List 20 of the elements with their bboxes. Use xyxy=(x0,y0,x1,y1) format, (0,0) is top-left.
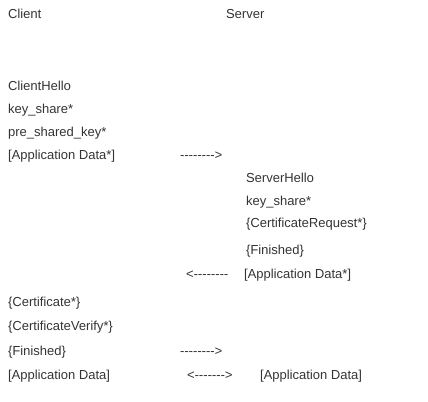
message-label: key_share* xyxy=(246,193,312,209)
message-label: {CertificateVerify*} xyxy=(8,318,113,334)
message-label: --------> xyxy=(180,343,222,359)
message-label: ServerHello xyxy=(246,170,314,186)
message-label: {Finished} xyxy=(8,343,66,359)
message-label: --------> xyxy=(180,147,222,163)
message-label: <-------> xyxy=(187,367,232,383)
message-label: [Application Data*] xyxy=(244,266,351,282)
column-heading: Server xyxy=(226,6,264,22)
message-label: {Certificate*} xyxy=(8,294,80,310)
message-label: {CertificateRequest*} xyxy=(246,215,367,231)
message-label: [Application Data] xyxy=(260,367,362,383)
message-label: key_share* xyxy=(8,101,74,117)
message-label: ClientHello xyxy=(8,78,71,94)
message-label: pre_shared_key* xyxy=(8,124,106,140)
message-label: {Finished} xyxy=(246,242,304,258)
message-label: [Application Data*] xyxy=(8,147,115,163)
message-label: <-------- xyxy=(186,266,228,282)
message-label: [Application Data] xyxy=(8,367,110,383)
column-heading: Client xyxy=(8,6,42,22)
